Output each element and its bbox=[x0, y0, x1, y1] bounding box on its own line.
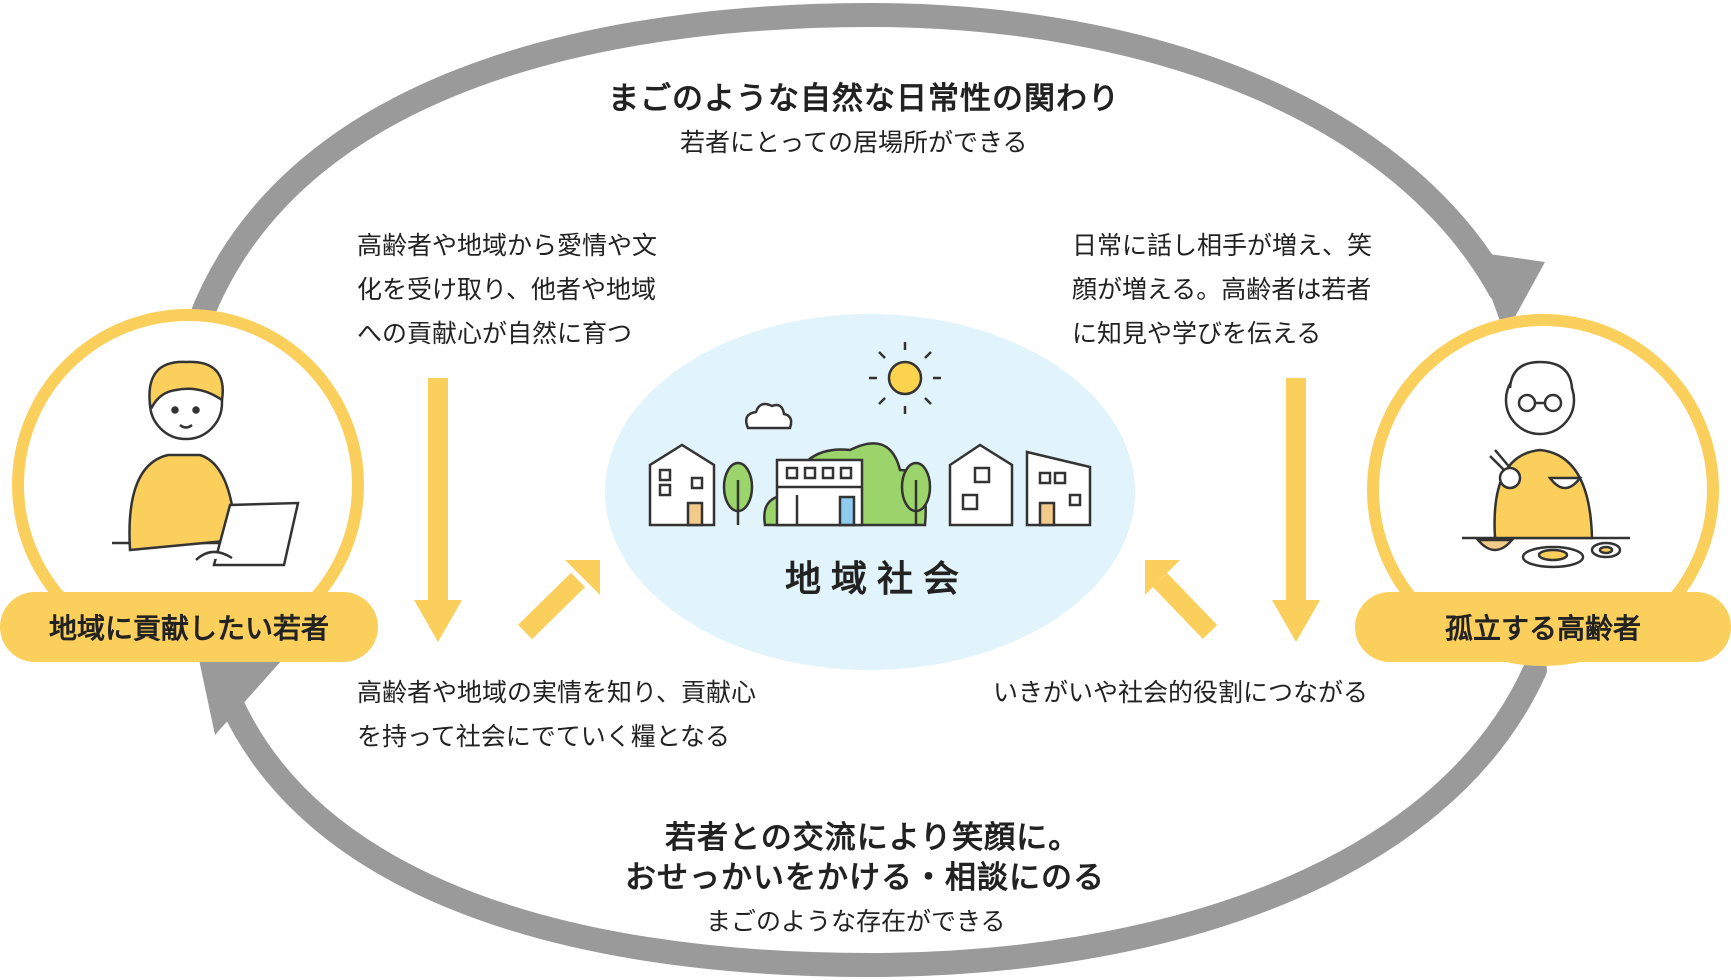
right-diagonal-arrow bbox=[1145, 560, 1218, 639]
elderly-person-eating-icon bbox=[1462, 360, 1630, 569]
left-upper-line: への貢献心が自然に育つ bbox=[357, 319, 633, 348]
town-houses-icon bbox=[648, 442, 1092, 527]
top-title: まごのような自然な日常性の関わり bbox=[608, 81, 1120, 117]
sun-icon bbox=[869, 342, 941, 414]
cloud-icon bbox=[745, 402, 793, 430]
right-upper-line: 日常に話し相手が増え、笑 bbox=[1072, 231, 1373, 260]
young-person-laptop-icon bbox=[112, 360, 300, 567]
bottom-cycle-arrow bbox=[198, 655, 1547, 978]
right-label: 孤立する高齢者 bbox=[1355, 592, 1731, 662]
right-lower-text: いきがいや社会的役割につながる bbox=[993, 671, 1368, 715]
bottom-title-line2: おせっかいをかける・相談にのる bbox=[625, 860, 1105, 896]
left-lower-text: 高齢者や地域の実情を知り、貢献心 を持って社会にでていく糧となる bbox=[357, 671, 756, 759]
right-lower-line: いきがいや社会的役割につながる bbox=[993, 678, 1369, 707]
right-upper-text: 日常に話し相手が増え、笑 顔が増える。高齢者は若者 に知見や学びを伝える bbox=[1072, 224, 1372, 356]
right-down-arrow bbox=[1272, 378, 1320, 642]
top-subtitle: 若者にとっての居場所ができる bbox=[680, 128, 1028, 157]
bottom-title-line1: 若者との交流により笑顔に。 bbox=[665, 820, 1081, 856]
left-down-arrow bbox=[414, 378, 462, 642]
left-upper-line: 高齢者や地域から愛情や文 bbox=[357, 231, 658, 260]
right-upper-line: 顔が増える。高齢者は若者 bbox=[1072, 275, 1372, 304]
left-lower-line: を持って社会にでていく糧となる bbox=[357, 722, 731, 751]
left-upper-line: 化を受け取り、他者や地域 bbox=[357, 275, 657, 304]
left-upper-text: 高齢者や地域から愛情や文 化を受け取り、他者や地域 への貢献心が自然に育つ bbox=[357, 224, 657, 356]
left-label: 地域に貢献したい若者 bbox=[0, 592, 378, 662]
top-cycle-arrow bbox=[188, 2, 1545, 335]
left-lower-line: 高齢者や地域の実情を知り、貢献心 bbox=[357, 678, 757, 707]
bottom-subtitle: まごのような存在ができる bbox=[706, 907, 1006, 936]
center-title: 地域社会 bbox=[785, 559, 970, 600]
right-upper-line: に知見や学びを伝える bbox=[1072, 319, 1322, 348]
left-diagonal-arrow bbox=[517, 560, 600, 640]
